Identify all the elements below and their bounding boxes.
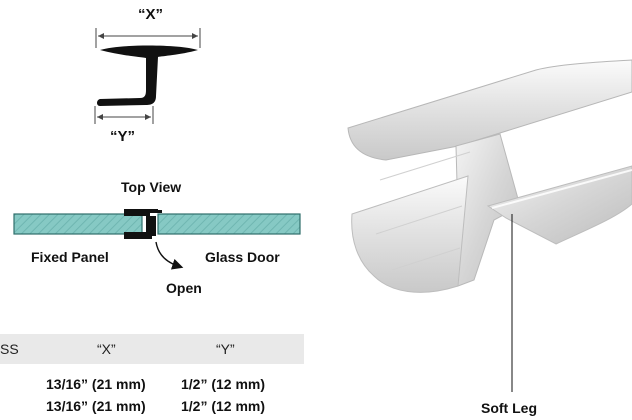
- spec-table-header: [0, 334, 304, 364]
- render-bottom-plate: [351, 175, 469, 293]
- render-texture-lines: [375, 151, 471, 271]
- profile-shape: [97, 45, 198, 106]
- top-view-seal: [124, 210, 162, 236]
- spec-table-header-y: “Y”: [216, 341, 235, 357]
- spec-table-header-x: “X”: [97, 341, 116, 357]
- spec-table-header-thickness: SS: [0, 341, 19, 357]
- render-top-plate: [347, 59, 632, 161]
- y-dimension-arrows: [97, 114, 151, 120]
- glass-door-glass: [157, 213, 301, 235]
- fixed-panel-glass: [13, 213, 143, 235]
- render-top-highlight: [351, 54, 632, 126]
- glass-door-label: Glass Door: [205, 249, 280, 265]
- spec-table-row-2-y: 1/2” (12 mm): [181, 398, 266, 414]
- fixed-panel-label: Fixed Panel: [31, 249, 109, 265]
- top-view-label: Top View: [121, 179, 182, 195]
- spec-table-row-1-y: 1/2” (12 mm): [181, 376, 266, 392]
- profile-cross-section: [94, 28, 201, 124]
- soft-leg-label: Soft Leg: [481, 400, 537, 416]
- open-label: Open: [166, 280, 202, 296]
- dimension-y-label: “Y”: [110, 128, 136, 145]
- spec-table-row-1-x: 13/16” (21 mm): [46, 376, 146, 392]
- open-arrow: [155, 241, 184, 270]
- spec-table-row-2-x: 13/16” (21 mm): [46, 398, 146, 414]
- seal-bottom-flange: [124, 235, 152, 239]
- top-view-diagram: [13, 209, 301, 270]
- seal-top-flange: [124, 209, 158, 213]
- dimension-x-label: “X”: [138, 6, 164, 23]
- render-soft-leg-highlight: [491, 169, 632, 209]
- product-render: [347, 54, 632, 392]
